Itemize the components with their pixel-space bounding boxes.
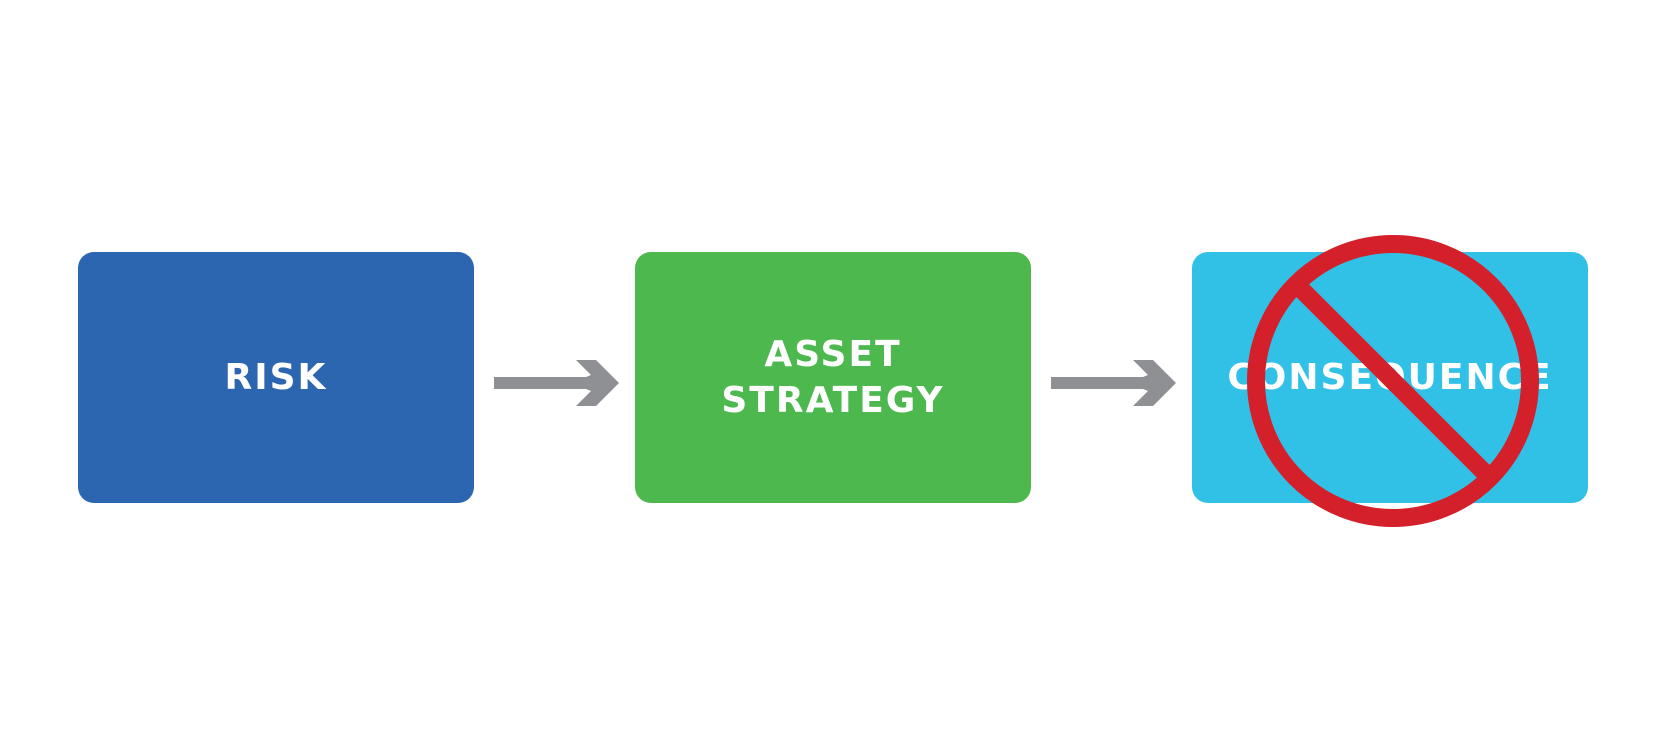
prohibition-slash bbox=[1291, 279, 1495, 483]
arrow-shaft bbox=[1051, 377, 1157, 389]
prohibition-ring bbox=[1247, 235, 1539, 527]
arrow-head bbox=[576, 360, 619, 406]
prohibition-sign-icon bbox=[1247, 235, 1539, 527]
arrow-right-icon bbox=[494, 360, 619, 406]
arrow-shaft bbox=[494, 377, 600, 389]
arrow-right-icon bbox=[1051, 360, 1176, 406]
arrow-head bbox=[1133, 360, 1176, 406]
asset-strategy-label: ASSET STRATEGY bbox=[721, 333, 945, 421]
risk-label: RISK bbox=[224, 356, 328, 398]
asset-strategy-box: ASSET STRATEGY bbox=[635, 252, 1031, 503]
risk-box: RISK bbox=[78, 252, 474, 503]
